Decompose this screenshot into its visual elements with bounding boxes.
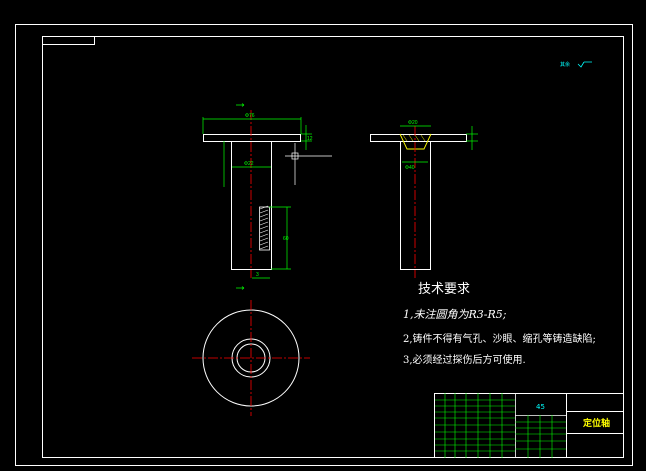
roughness-note: 其余 <box>560 61 570 68</box>
roughness-symbol-icon <box>577 61 592 68</box>
inner-frame <box>42 36 624 458</box>
tech-req-item-3: 3,必须经过探伤后方可使用. <box>403 353 526 366</box>
section-view: Φ20 Φ40 <box>370 120 478 278</box>
tech-req-item-2: 2,铸件不得有气孔、沙眼、缩孔等铸造缺陷; <box>403 332 596 345</box>
dim-flange-thickness: 12 <box>307 136 313 142</box>
dim-section-top: Φ20 <box>408 120 418 126</box>
dim-flange-diameter: Φ76 <box>245 113 255 119</box>
dim-slot-length: 60 <box>283 236 289 242</box>
dim-slot-width: 3 <box>256 272 259 278</box>
front-view: Φ76 Φ22 60 3 12 <box>202 103 332 279</box>
dim-section-bore: Φ40 <box>405 165 415 171</box>
outer-frame <box>15 24 633 466</box>
part-name: 定位轴 <box>582 417 610 429</box>
cursor-pickbox-icon <box>291 152 299 160</box>
dim-shaft-diameter: Φ22 <box>244 161 254 167</box>
material-value: 45 <box>536 403 545 411</box>
tech-req-item-1: 1,未注圆角为R3-R5; <box>403 308 507 321</box>
technical-requirements: 技术要求 1,未注圆角为R3-R5; 2,铸件不得有气孔、沙眼、缩孔等铸造缺陷;… <box>403 282 596 366</box>
corner-label-box <box>42 36 95 45</box>
tech-req-title: 技术要求 <box>418 282 470 297</box>
top-view <box>192 286 310 416</box>
title-block: 45 定位轴 <box>434 393 624 458</box>
